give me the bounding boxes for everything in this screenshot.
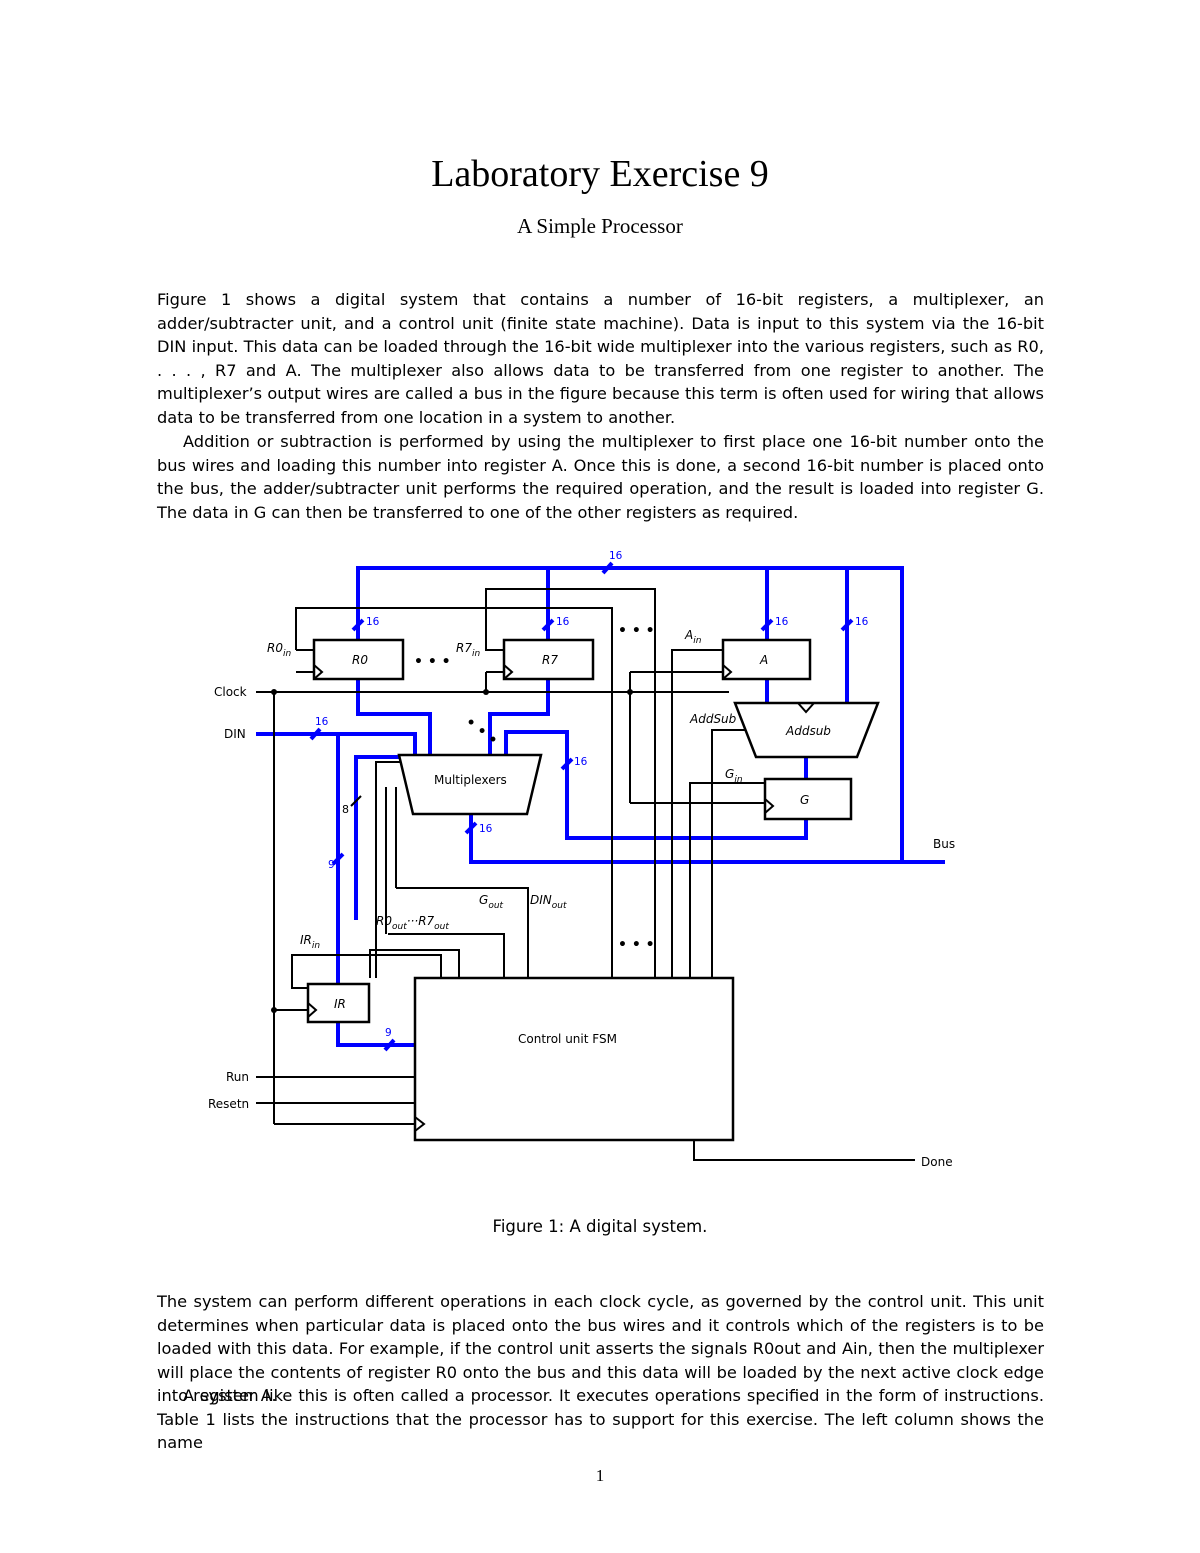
width-sel-b: 9 <box>328 859 335 871</box>
width-annotations: 16 16 16 16 16 16 16 16 8 9 9 <box>309 550 869 1052</box>
document-subtitle: A Simple Processor <box>517 214 683 238</box>
width-r7-in: 16 <box>556 616 570 628</box>
addsub-label: Addsub <box>785 724 831 738</box>
width-bus-top: 16 <box>609 550 623 562</box>
dinout-label: DINout <box>530 893 567 911</box>
paragraph-addition-text: Addition or subtraction is performed by … <box>157 432 1044 522</box>
width-g-out: 16 <box>574 756 588 768</box>
clock-label: Clock <box>214 685 247 699</box>
r7-label: R7 <box>542 653 558 667</box>
fsm-label: Control unit FSM <box>518 1032 617 1046</box>
multiplexer: Multiplexers <box>397 753 543 816</box>
width-mux-out: 16 <box>479 823 493 835</box>
r0out-r7out-label: R0out···R7out <box>376 914 449 932</box>
bus-label: Bus <box>933 837 955 851</box>
paragraph-processor-text: A system like this is often called a pro… <box>157 1386 1044 1453</box>
register-r7: R7 <box>502 638 595 681</box>
width-ir-out: 9 <box>385 1027 392 1039</box>
irin-label: IRin <box>300 933 320 951</box>
done-label: Done <box>921 1155 953 1169</box>
gin-label: Gin <box>725 767 743 785</box>
paragraph-intro: Figure 1 shows a digital system that con… <box>157 290 1044 427</box>
r0-label: R0 <box>352 653 368 667</box>
gout-label: Gout <box>479 893 504 911</box>
control-wires <box>256 588 915 1161</box>
page-number: 1 <box>595 1466 605 1485</box>
register-g: G <box>763 777 853 821</box>
din-label: DIN <box>224 727 246 741</box>
adder-subtracter: Addsub <box>733 701 880 759</box>
document-title: Laboratory Exercise 9 <box>431 153 769 195</box>
width-sel-a: 8 <box>342 803 349 816</box>
g-label: G <box>800 793 809 807</box>
r0in-label: R0in <box>267 641 291 659</box>
junction-dots <box>271 689 633 1013</box>
ellipsis-registers: • • • <box>414 654 451 670</box>
register-ir: IR <box>306 982 371 1024</box>
ellipsis-top: • • • <box>618 623 655 639</box>
a-label: A <box>759 653 768 667</box>
paragraph-control-unit: The system can perform different operati… <box>157 1292 1044 1406</box>
width-din: 16 <box>315 716 329 728</box>
resetn-label: Resetn <box>208 1097 249 1111</box>
addsub-signal-label: AddSub <box>689 712 737 726</box>
width-addsub-in: 16 <box>855 616 869 628</box>
ellipsis-fsm: • • • <box>618 937 655 953</box>
ir-label: IR <box>334 997 346 1011</box>
register-a: A <box>721 638 812 681</box>
width-a-in: 16 <box>775 616 789 628</box>
figure-caption: Figure 1: A digital system. <box>492 1217 708 1236</box>
r7in-label: R7in <box>456 641 480 659</box>
width-r0-in: 16 <box>366 616 380 628</box>
control-unit-fsm: Control unit FSM <box>413 976 735 1142</box>
ain-label: Ain <box>684 628 702 646</box>
paragraph-addition: Addition or subtraction is performed by … <box>157 430 1044 524</box>
run-label: Run <box>226 1070 249 1084</box>
paragraph-processor: A system like this is often called a pro… <box>157 1384 1044 1455</box>
mux-label: Multiplexers <box>434 773 507 787</box>
register-r0: R0 <box>312 638 405 681</box>
ellipsis-mux: • • • <box>462 714 501 749</box>
